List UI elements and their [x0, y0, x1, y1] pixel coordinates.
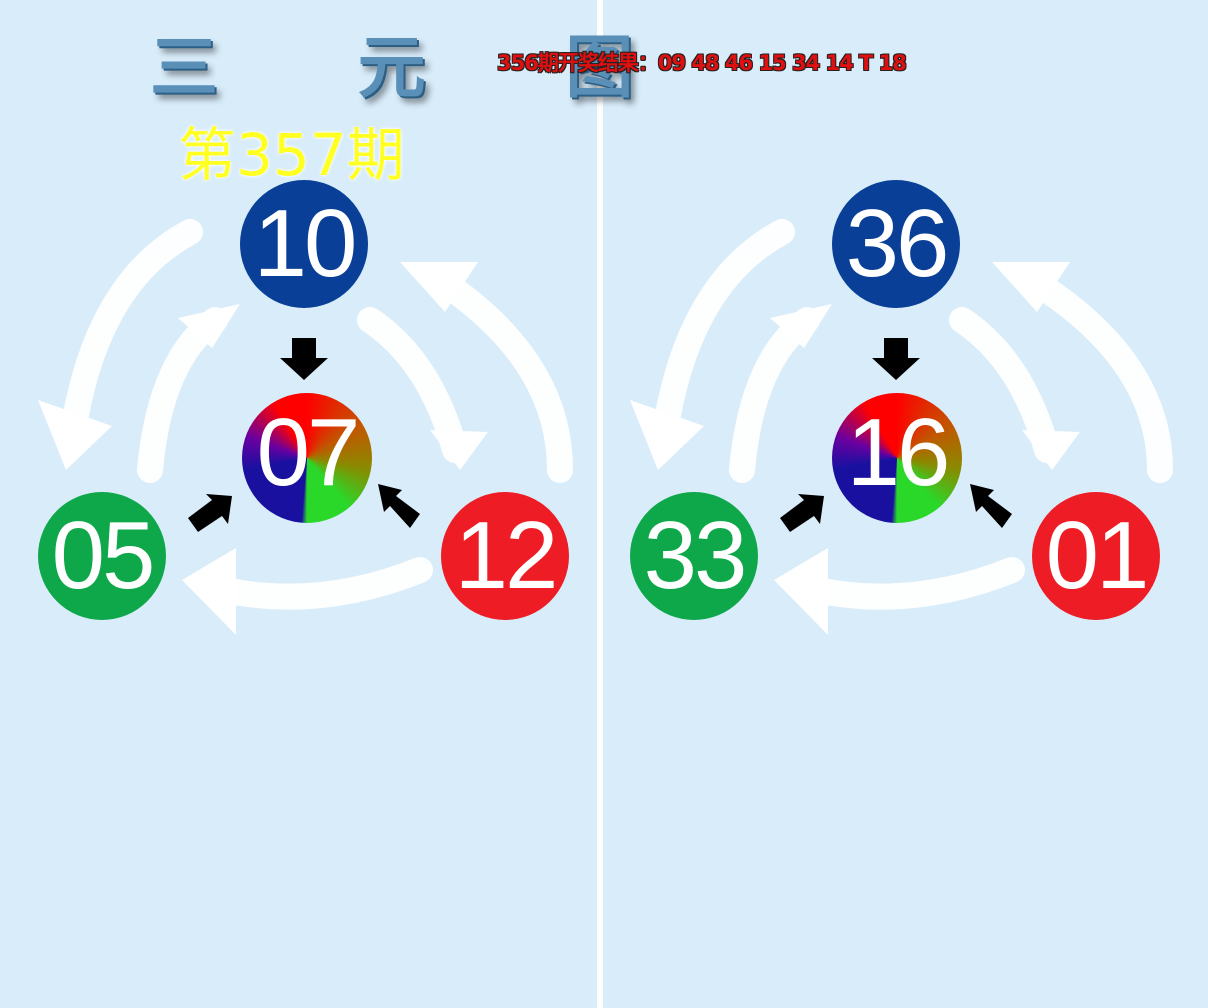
ball-center: 07: [242, 393, 372, 523]
ball-bottom-left: 33: [630, 492, 758, 620]
cycle-arrows-icon: [38, 219, 573, 635]
right-panel: 36 16 33 01: [592, 0, 1190, 700]
ball-center-number: 07: [256, 399, 361, 506]
ball-center-number: 16: [846, 399, 951, 506]
ball-bottom-left: 05: [38, 492, 166, 620]
ball-bottom-right: 01: [1032, 492, 1160, 620]
cycle-arrows-icon: [630, 219, 1173, 635]
ball-top: 10: [240, 180, 368, 308]
issue-number: 第357期: [178, 121, 405, 189]
ball-bottom-right: 12: [441, 492, 569, 620]
ball-center: 16: [832, 393, 962, 523]
panel-divider: [597, 0, 603, 1008]
left-panel: 10 07 05 12: [0, 0, 598, 700]
previous-result-text: 356期开奖结果：09 48 46 15 34 14 T 18: [497, 51, 907, 75]
ball-top: 36: [832, 180, 960, 308]
black-arrow-icon: [188, 338, 420, 532]
black-arrow-icon: [780, 338, 1012, 532]
page-title: 三 元 图: [150, 28, 692, 108]
